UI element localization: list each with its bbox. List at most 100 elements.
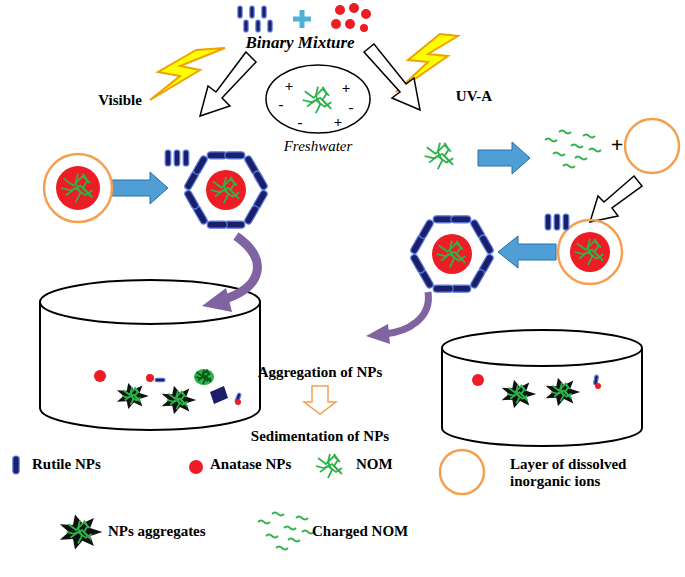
rutile-np [184,189,200,210]
np-aggregate [194,369,214,385]
anatase-np [56,166,100,210]
charged-nom [284,527,296,530]
rutile-np [554,214,560,230]
anatase-np [94,370,106,382]
blue-arrow [112,172,168,204]
np-aggregate [162,386,197,414]
nom [444,143,451,163]
anatase-np [361,9,371,19]
anatase-np [472,374,484,386]
charged-nom [272,513,284,516]
rutile-np [13,456,19,474]
rutile-np [256,20,260,32]
np-aggregate [60,515,103,550]
charged-nom [276,547,288,550]
charged-nom [575,157,587,160]
rutile-np [207,152,227,159]
rutile-np [165,150,171,166]
rutile-np [433,285,453,292]
blue-arrow [478,142,530,174]
rutile-np [470,269,486,290]
rutile-np [192,155,208,176]
label: - [349,99,354,116]
anatase-np [432,234,472,274]
legend-text: Anatase NPs [210,456,291,473]
nom [565,383,570,397]
label: + [611,132,624,157]
arrow-head [366,324,390,344]
np-aggregate [117,383,149,409]
charged-nom [258,521,270,524]
nom [61,186,92,198]
label: + [342,80,351,97]
anatase-np [360,24,368,32]
anatase-np [235,399,241,405]
rutile-np [563,214,569,230]
white-arrow [200,52,256,116]
ellipse [266,65,370,133]
rutile-np [183,150,189,166]
beaker [40,280,260,430]
np-aggregate [546,378,581,406]
anatase-np [331,19,341,29]
np-aggregate [210,386,228,404]
legend-text: NOM [356,456,393,473]
label: + [334,114,343,131]
nom [84,520,90,537]
charged-nom [553,153,565,156]
charged-nom [563,165,575,168]
ion-layer [625,119,679,173]
nom [322,87,329,107]
white-arrow [364,44,420,110]
charged-nom [545,139,557,142]
charged-nom [288,539,300,542]
arrow-head [202,288,232,312]
label: Binary Mixture [245,33,354,53]
anatase-np [146,374,154,382]
nom [521,385,526,399]
ion-layer [44,154,112,222]
blue-arrow [498,236,556,268]
charged-nom [589,149,601,152]
anatase-np [570,232,610,272]
nom [594,239,601,259]
label: Visible [98,92,142,109]
nom [135,387,139,400]
rutile-np [244,20,248,32]
rutile-np [268,20,272,32]
nom [334,454,340,472]
curved-arrow [384,292,428,334]
rutile-np [174,150,180,166]
beaker [442,330,642,446]
label: Sedimentation of NPs [251,428,389,445]
rutile-np [155,378,165,382]
anatase-np [189,460,203,474]
anatase-np [349,3,359,13]
label: UV-A [456,88,492,105]
nom [181,391,186,405]
curved-arrow [222,236,257,300]
rutile-np [252,170,268,191]
legend-text: Layer of dissolved inorganic ions [510,456,650,491]
anatase-np [345,19,355,29]
charged-nom [559,131,571,134]
charged-nom [583,135,595,138]
legend-text: NPs aggregates [108,523,206,540]
nom [83,174,90,196]
rutile-np [410,253,426,274]
label: - [279,96,284,113]
anatase-np [335,5,345,15]
label: - [298,114,303,131]
charged-nom [296,517,308,520]
rutile-np [545,214,551,230]
rutile-np [478,234,494,255]
rutile-np [250,6,254,18]
charged-nom [571,145,583,148]
nom [230,177,237,197]
nom [456,241,463,261]
legend-text: Rutile NPs [32,456,101,473]
rutile-np [451,216,471,223]
rutile-np [238,6,242,18]
np-aggregate [502,380,537,408]
label: + [285,78,294,95]
